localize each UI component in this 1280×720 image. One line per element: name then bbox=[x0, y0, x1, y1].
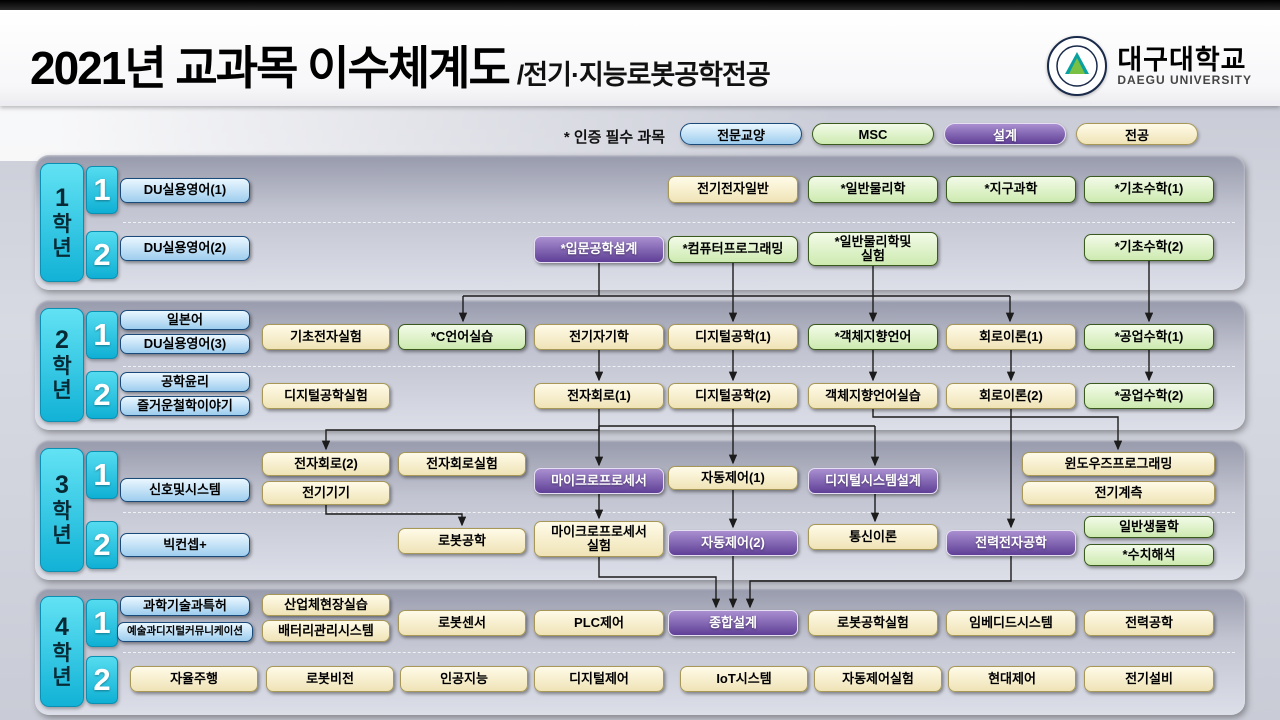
background-swoosh bbox=[0, 106, 1280, 161]
year-3-semester-2-label: 2 bbox=[86, 521, 118, 569]
year-1-semester-2-label: 2 bbox=[86, 231, 118, 279]
legend-note: * 인증 필수 과목 bbox=[563, 129, 665, 146]
year-1-semester-1-label: 1 bbox=[86, 166, 118, 214]
header: 2021년 교과목 이수체계도 /전기·지능로봇공학전공 대구대학교 DAEGU… bbox=[0, 10, 1280, 106]
year-2-num: 2 bbox=[55, 326, 69, 355]
title-wrap: 2021년 교과목 이수체계도 /전기·지능로봇공학전공 bbox=[30, 32, 771, 98]
university-name-en: DAEGU UNIVERSITY bbox=[1117, 72, 1252, 87]
semester-divider bbox=[123, 222, 1235, 223]
university-logo: 대구대학교 DAEGU UNIVERSITY bbox=[1047, 36, 1252, 96]
semester-divider bbox=[123, 652, 1235, 653]
top-bar bbox=[0, 0, 1280, 10]
semester-divider bbox=[123, 366, 1235, 367]
year-3-semester-1-label: 1 bbox=[86, 451, 118, 499]
semester-divider bbox=[123, 512, 1235, 513]
page-title: 2021년 교과목 이수체계도 bbox=[30, 42, 511, 94]
year-2-semester-1-label: 1 bbox=[86, 311, 118, 359]
legend-item-major: 전공 bbox=[1076, 123, 1198, 145]
legend-item-msc: MSC bbox=[812, 123, 934, 145]
year-1-num: 1 bbox=[55, 183, 69, 212]
legend-item-design: 설계 bbox=[944, 123, 1066, 145]
year-4-num: 4 bbox=[55, 612, 69, 641]
year-3-num: 3 bbox=[55, 471, 69, 500]
year-2-semester-2-label: 2 bbox=[86, 371, 118, 419]
daegu-university-logo-icon bbox=[1047, 36, 1108, 96]
year-4-semester-1-label: 1 bbox=[86, 599, 118, 647]
legend-item-liberal-arts: 전문교양 bbox=[680, 123, 802, 145]
university-name-block: 대구대학교 DAEGU UNIVERSITY bbox=[1117, 44, 1252, 87]
university-name-kr: 대구대학교 bbox=[1117, 44, 1247, 75]
year-4-semester-2-label: 2 bbox=[86, 656, 118, 704]
page-subtitle: /전기·지능로봇공학전공 bbox=[516, 60, 771, 90]
legend: * 인증 필수 과목 전문교양 MSC 설계 전공 bbox=[35, 123, 1245, 147]
